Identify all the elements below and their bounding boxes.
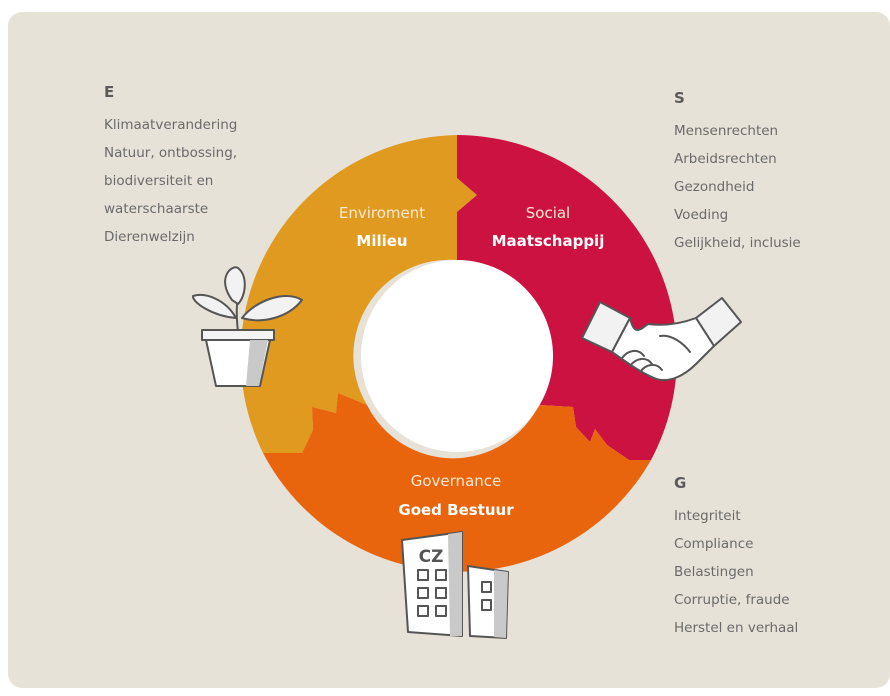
social-subtitle: Maatschappij: [492, 232, 605, 250]
list-item: Klimaatverandering: [104, 117, 238, 133]
list-item: Gelijkheid, inclusie: [674, 235, 801, 251]
environment-letter: E: [104, 83, 115, 101]
environment-subtitle: Milieu: [356, 232, 407, 250]
center-hole: [361, 260, 553, 452]
governance-segment: [263, 393, 651, 572]
list-item: Integriteit: [674, 508, 741, 524]
list-item: Herstel en verhaal: [674, 620, 799, 636]
list-item: Corruptie, fraude: [674, 592, 790, 608]
list-item: Natuur, ontbossing,: [104, 145, 238, 161]
social-title: Social: [526, 204, 570, 222]
social-topic-list: Mensenrechten Arbeidsrechten Gezondheid …: [674, 117, 801, 257]
building-label: CZ: [419, 547, 444, 567]
list-item: Dierenwelzijn: [104, 229, 195, 245]
environment-topic-list: Klimaatverandering Natuur, ontbossing, b…: [104, 111, 237, 251]
governance-text-block: G Integriteit Compliance Belastingen Cor…: [674, 474, 798, 642]
governance-topic-list: Integriteit Compliance Belastingen Corru…: [674, 502, 798, 642]
governance-subtitle: Goed Bestuur: [398, 501, 514, 519]
list-item: biodiversiteit en: [104, 173, 214, 189]
social-segment: [457, 135, 678, 460]
environment-title: Enviroment: [339, 204, 425, 222]
list-item: Voeding: [674, 207, 729, 223]
list-item: Belastingen: [674, 564, 754, 580]
list-item: Compliance: [674, 536, 754, 552]
office-building-icon: [401, 531, 509, 639]
environment-text-block: E Klimaatverandering Natuur, ontbossing,…: [104, 83, 237, 251]
list-item: Arbeidsrechten: [674, 151, 777, 167]
list-item: Mensenrechten: [674, 123, 779, 139]
list-item: Gezondheid: [674, 179, 755, 195]
list-item: waterschaarste: [104, 201, 209, 217]
environment-segment: [240, 135, 477, 453]
governance-letter: G: [674, 474, 687, 492]
social-text-block: S Mensenrechten Arbeidsrechten Gezondhei…: [674, 89, 801, 257]
plant-pot-icon: [192, 266, 303, 387]
handshake-icon: [581, 297, 742, 382]
social-letter: S: [674, 89, 685, 107]
governance-title: Governance: [411, 472, 502, 490]
